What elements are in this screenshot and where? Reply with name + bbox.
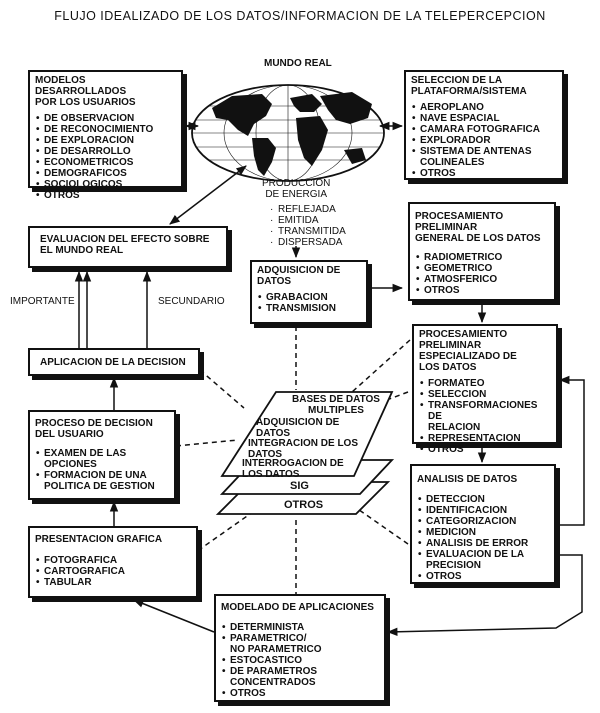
seleccion-item: CAMARA FOTOGRAFICA xyxy=(411,124,557,135)
modelos-item: OTROS xyxy=(35,190,176,201)
modelado-title: MODELADO DE APLICACIONES xyxy=(221,602,374,613)
presentacion-item: FOTOGRAFICA xyxy=(35,555,191,566)
modelado-item: DETERMINISTA xyxy=(221,622,379,633)
seleccion-item: EXPLORADOR xyxy=(411,135,557,146)
energia-item: TRANSMITIDA xyxy=(270,226,346,237)
adquisicion-item: TRANSMISION xyxy=(257,303,361,314)
proc-general-item: GEOMETRICO xyxy=(415,263,549,274)
modelos-item: DE OBSERVACION xyxy=(35,113,176,124)
analisis-item: DETECCION xyxy=(417,494,549,505)
modelos-item: DEMOGRAFICOS xyxy=(35,168,176,179)
otros-sheet-label: OTROS xyxy=(284,499,324,511)
diagram-title: FLUJO IDEALIZADO DE LOS DATOS/INFORMACIO… xyxy=(54,9,546,23)
modelado-box: MODELADO DE APLICACIONES DETERMINISTA PA… xyxy=(214,594,386,702)
proceso-box: PROCESO DE DECISION DEL USUARIO EXAMEN D… xyxy=(28,410,176,500)
bases-item-adquisicion: ADQUISICION DE DATOS xyxy=(256,417,340,439)
modelado-item: ESTOCASTICO xyxy=(221,655,379,666)
proc-general-title: PROCESAMIENTO PRELIMINAR GENERAL DE LOS … xyxy=(415,211,541,244)
seleccion-box: SELECCION DE LA PLATAFORMA/SISTEMA AEROP… xyxy=(404,70,564,180)
evaluacion-box: EVALUACION DEL EFECTO SOBRE EL MUNDO REA… xyxy=(28,226,228,268)
modelado-item: PARAMETRICO/ NO PARAMETRICO xyxy=(221,633,379,655)
seleccion-item: SISTEMA DE ANTENAS COLINEALES xyxy=(411,146,557,168)
secundario-label: SECUNDARIO xyxy=(158,296,225,307)
seleccion-item: OTROS xyxy=(411,168,557,179)
proc-especial-item: FORMATEO xyxy=(419,378,551,389)
proc-especial-item: OTROS xyxy=(419,444,551,455)
aplicacion-box: APLICACION DE LA DECISION xyxy=(28,348,200,376)
proc-especial-item: REPRESENTACION xyxy=(419,433,551,444)
adquisicion-title: ADQUISICION DE DATOS xyxy=(257,265,341,287)
adquisicion-box: ADQUISICION DE DATOS GRABACION TRANSMISI… xyxy=(250,260,368,324)
proc-especial-item: TRANSFORMACIONES DE RELACION xyxy=(419,400,551,433)
database-sheets xyxy=(215,391,395,515)
modelos-item: DE EXPLORACION xyxy=(35,135,176,146)
analisis-title: ANALISIS DE DATOS xyxy=(417,474,518,485)
analisis-item: ANALISIS DE ERROR xyxy=(417,538,549,549)
modelos-item: DE RECONOCIMIENTO xyxy=(35,124,176,135)
bases-item-interrogacion: INTERROGACION DE LOS DATOS xyxy=(242,458,344,480)
proc-general-item: RADIOMETRICO xyxy=(415,252,549,263)
importante-label: IMPORTANTE xyxy=(10,296,75,307)
seleccion-item: AEROPLANO xyxy=(411,102,557,113)
proc-general-item: ATMOSFERICO xyxy=(415,274,549,285)
energia-item: REFLEJADA xyxy=(270,204,346,215)
modelos-item: SOCIOLOGICOS xyxy=(35,179,176,190)
proceso-title: PROCESO DE DECISION DEL USUARIO xyxy=(35,418,153,440)
proc-general-item: OTROS xyxy=(415,285,549,296)
world-globe-icon xyxy=(191,84,385,182)
modelos-box: MODELOS DESARROLLADOS POR LOS USUARIOS D… xyxy=(28,70,183,201)
proc-especial-title: PROCESAMIENTO PRELIMINAR ESPECIALIZADO D… xyxy=(419,329,517,373)
sig-label: SIG xyxy=(290,480,309,492)
analisis-item: IDENTIFICACION xyxy=(417,505,549,516)
modelos-item: DE DESARROLLO xyxy=(35,146,176,157)
analisis-item: EVALUACION DE LA PRECISION xyxy=(417,549,549,571)
aplicacion-title: APLICACION DE LA DECISION xyxy=(40,357,186,368)
seleccion-item: NAVE ESPACIAL xyxy=(411,113,557,124)
proc-especial-box: PROCESAMIENTO PRELIMINAR ESPECIALIZADO D… xyxy=(412,324,558,455)
proc-especial-item: SELECCION xyxy=(419,389,551,400)
proc-general-box: PROCESAMIENTO PRELIMINAR GENERAL DE LOS … xyxy=(408,202,556,301)
analisis-box: ANALISIS DE DATOS DETECCION IDENTIFICACI… xyxy=(410,464,556,584)
adquisicion-item: GRABACION xyxy=(257,292,361,303)
bases-item-integracion: INTEGRACION DE LOS DATOS xyxy=(248,438,359,460)
presentacion-title: PRESENTACION GRAFICA xyxy=(35,534,163,545)
modelos-item: ECONOMETRICOS xyxy=(35,157,176,168)
evaluacion-title: EVALUACION DEL EFECTO SOBRE EL MUNDO REA… xyxy=(40,234,210,256)
modelos-title: MODELOS DESARROLLADOS POR LOS USUARIOS xyxy=(35,75,136,108)
modelado-item: DE PARAMETROS CONCENTRADOS xyxy=(221,666,379,688)
mundo-real-label: MUNDO REAL xyxy=(264,58,332,69)
seleccion-title: SELECCION DE LA PLATAFORMA/SISTEMA xyxy=(411,75,527,97)
analisis-item: MEDICION xyxy=(417,527,549,538)
bases-title: BASES DE DATOS MULTIPLES xyxy=(292,394,380,416)
produccion-energia-label: PRODUCCION DE ENERGIA xyxy=(262,178,331,200)
modelado-item: OTROS xyxy=(221,688,379,699)
energia-list: REFLEJADA EMITIDA TRANSMITIDA DISPERSADA xyxy=(270,204,346,248)
proceso-item: EXAMEN DE LAS OPCIONES xyxy=(35,448,169,470)
presentacion-box: PRESENTACION GRAFICA FOTOGRAFICA CARTOGR… xyxy=(28,526,198,598)
presentacion-item: CARTOGRAFICA xyxy=(35,566,191,577)
proceso-item: FORMACION DE UNA POLITICA DE GESTION xyxy=(35,470,169,492)
presentacion-item: TABULAR xyxy=(35,577,191,588)
analisis-item: OTROS xyxy=(417,571,549,582)
energia-item: DISPERSADA xyxy=(270,237,346,248)
analisis-item: CATEGORIZACION xyxy=(417,516,549,527)
energia-item: EMITIDA xyxy=(270,215,346,226)
